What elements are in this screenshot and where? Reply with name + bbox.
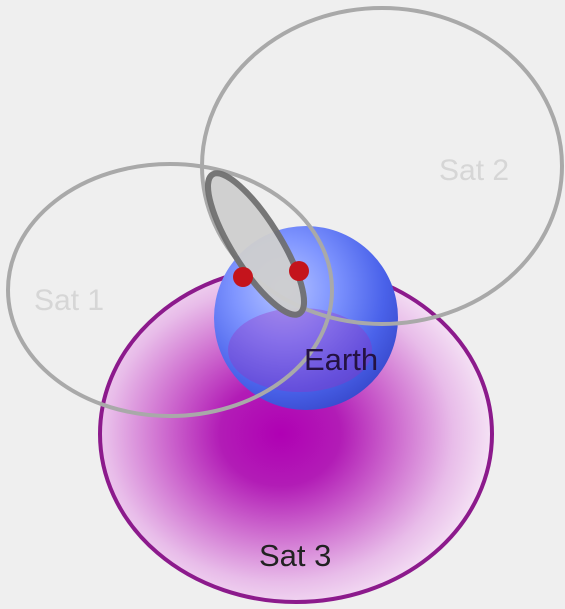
earth-label: Earth bbox=[304, 342, 378, 377]
earth-purple-shading bbox=[228, 308, 372, 392]
sat1-label: Sat 1 bbox=[34, 284, 104, 317]
sat2-label: Sat 2 bbox=[439, 154, 509, 187]
intersection-point-right bbox=[289, 261, 309, 281]
sat1-sphere bbox=[6, 162, 334, 418]
sat2-sphere bbox=[200, 6, 564, 326]
sat3-label: Sat 3 bbox=[259, 538, 331, 573]
sat1-sat2-intersection-lens bbox=[205, 170, 307, 318]
intersection-point-left bbox=[233, 267, 253, 287]
